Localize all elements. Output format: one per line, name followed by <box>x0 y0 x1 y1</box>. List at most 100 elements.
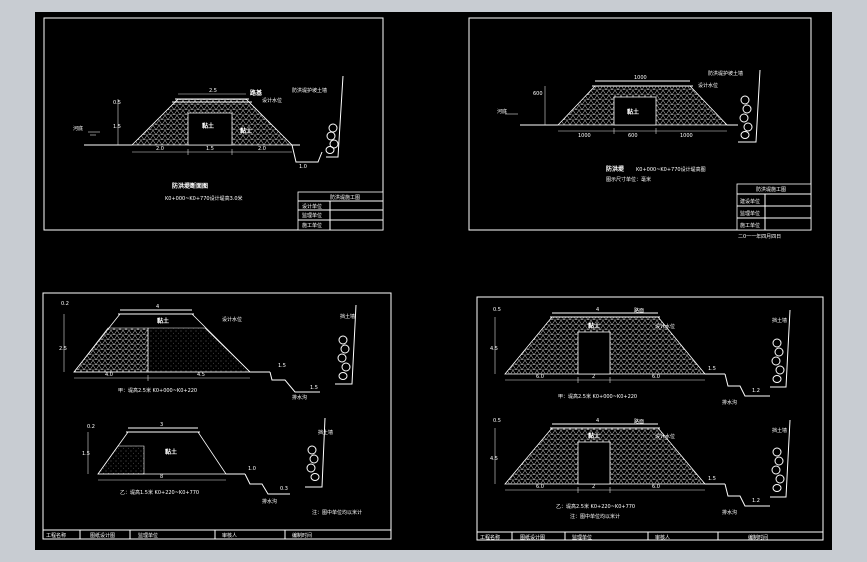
p3-a-berm: 1.5 <box>278 363 286 369</box>
p3-a-ditch-label: 排水沟 <box>292 394 307 401</box>
p4-b-top: 路面 <box>634 418 644 425</box>
p1-dim-height-left: 0.5 <box>113 100 121 106</box>
p3-b-base: 8 <box>160 474 163 480</box>
panel-3: 4 0.2 2.5 4.0 4.5 1.5 1.5 黏土 设计水位 挡土墙 排水… <box>42 292 392 540</box>
p2-tb-row-3: 施工单位 <box>740 222 760 229</box>
p3-b-ditch: 0.3 <box>280 486 288 492</box>
panel-2: 1000 1000 600 1000 600 黏土 河底 设计水位 防洪堤护坡土… <box>468 17 812 240</box>
p4-wall-b <box>770 419 791 498</box>
p4-b-note: 设计水位 <box>655 433 675 440</box>
p1-tb-row-3: 施工单位 <box>302 222 322 229</box>
p1-wall-note: 防洪堤护坡土墙 <box>292 87 327 94</box>
p4-wall-a <box>770 309 791 388</box>
p3-strip-4: 审核人 <box>222 532 237 539</box>
p4-b-berm: 1.5 <box>708 476 716 482</box>
p4-a-note: 设计水位 <box>655 323 675 330</box>
p3-strip-3: 监理单位 <box>138 532 158 539</box>
p4-a-height: 4.5 <box>490 346 498 352</box>
p4-a-berm: 1.5 <box>708 366 716 372</box>
p4-a-crest: 4 <box>596 307 599 313</box>
p3-b-ditch-label: 排水沟 <box>262 498 277 505</box>
p1-dim-crest: 2.5 <box>209 88 217 94</box>
p4-strip-1: 工程名称 <box>480 534 500 541</box>
p3-a-crest: 4 <box>156 304 159 310</box>
p3-a-base-r: 4.5 <box>197 372 205 378</box>
p4-a-core-w: 2 <box>592 374 595 380</box>
p1-tb-head: 防洪堤施工图 <box>330 194 360 201</box>
p4-b-core: 黏土 <box>588 432 600 440</box>
p3-strip-1: 工程名称 <box>46 532 66 539</box>
p3-a-caption: 甲：堤高2.5米 K0+000~K0+220 <box>118 387 197 394</box>
p4-a-ditch-label: 排水沟 <box>722 399 737 406</box>
p4-a-base-l: 6.0 <box>536 374 544 380</box>
p1-subtitle: K0+000~K0+770设计堤高3.0米 <box>165 195 243 202</box>
p3-section-b <box>87 417 326 495</box>
p4-a-core: 黏土 <box>588 322 600 330</box>
p3-b-height: 1.5 <box>82 451 90 457</box>
p4-b-base-r: 6.0 <box>652 484 660 490</box>
p1-title-block <box>297 191 384 231</box>
p3-wall-b <box>305 417 326 488</box>
p3-a-core: 黏土 <box>157 317 169 325</box>
p4-b-base-l: 6.0 <box>536 484 544 490</box>
p1-dim-ditch: 1.0 <box>299 164 307 170</box>
p1-dim-level: 1.5 <box>113 124 121 130</box>
p1-dim-right-base: 2.0 <box>258 146 266 152</box>
p4-a-top: 路面 <box>634 307 644 314</box>
p4-strip-3: 监理单位 <box>572 534 592 541</box>
p3-b-caption: 乙：堤高1.5米 K0+220~K0+770 <box>120 489 199 496</box>
p3-strip-5: 编制时间 <box>292 532 312 539</box>
p4-section-b <box>494 419 791 507</box>
p3-note: 注：图中单位均以米计 <box>312 509 362 516</box>
p4-strip <box>477 531 823 540</box>
p1-core-label: 黏土 <box>202 122 214 130</box>
p1-water-label: 河底 <box>73 125 83 132</box>
p2-unit: 图示尺寸单位：毫米 <box>606 176 651 183</box>
p1-tb-row-1: 设计单位 <box>302 203 322 210</box>
p2-core-label: 黏土 <box>627 108 639 116</box>
p3-a-note: 设计水位 <box>222 316 242 323</box>
p1-water-note: 设计水位 <box>262 97 282 104</box>
p3-b-core: 黏土 <box>165 448 177 456</box>
p3-b-berm: 1.0 <box>248 466 256 472</box>
p2-dim-core-base: 600 <box>628 133 638 139</box>
p4-note: 注：图中单位均以米计 <box>570 513 620 520</box>
panel-1: 2.5 2.0 1.5 2.0 0.5 1.5 1.0 黏土 黏土 路基 设计水… <box>43 17 384 231</box>
panel-4: 4 0.5 4.5 6.0 2 6.0 1.5 1.2 黏土 路面 设计水位 挡… <box>476 296 824 541</box>
p4-a-wall: 挡土墙 <box>772 317 787 324</box>
p2-tb-head: 防洪堤施工图 <box>756 186 786 193</box>
p4-a-base-r: 6.0 <box>652 374 660 380</box>
p2-tb-row-2: 监理单位 <box>740 210 760 217</box>
p4-a-top-h: 0.5 <box>493 307 501 313</box>
p2-subtitle: K0+000~K0+770设计堤高图 <box>636 166 706 173</box>
p2-dim-right-base: 1000 <box>680 133 693 139</box>
p3-a-wall: 挡土墙 <box>340 313 355 320</box>
p2-dim-left-base: 1000 <box>578 133 591 139</box>
p1-dim-left-base: 2.0 <box>156 146 164 152</box>
p4-b-ditch-label: 排水沟 <box>722 509 737 516</box>
p4-b-core-w: 2 <box>592 484 595 490</box>
p4-strip-5: 编制时间 <box>748 534 768 541</box>
p4-a-caption: 甲：堤高2.5米 K0+000~K0+220 <box>558 393 637 400</box>
p1-title: 防洪堤断面图 <box>172 182 208 190</box>
p4-b-crest: 4 <box>596 418 599 424</box>
retaining-wall-2 <box>738 69 761 143</box>
p4-a-ditch: 1.2 <box>752 388 760 394</box>
p2-water-note: 设计水位 <box>698 82 718 89</box>
p3-b-crest: 3 <box>160 422 163 428</box>
p4-section-a <box>494 309 791 397</box>
p4-b-top-h: 0.5 <box>493 418 501 424</box>
p1-dim-core-base: 1.5 <box>206 146 214 152</box>
levee-section-1 <box>84 75 344 163</box>
p2-title: 防洪堤 <box>606 165 625 173</box>
p1-top-label: 路基 <box>250 89 263 97</box>
p2-date: 二0一一年四月四日 <box>738 233 781 240</box>
p3-wall-a <box>335 304 357 385</box>
p2-title-block <box>736 183 812 231</box>
p3-b-top-h: 0.2 <box>87 424 95 430</box>
p3-a-base-l: 4.0 <box>105 372 113 378</box>
retaining-wall-1 <box>325 75 344 158</box>
p2-wall-note: 防洪堤护坡土墙 <box>708 70 743 77</box>
p3-a-ditch: 1.5 <box>310 385 318 391</box>
